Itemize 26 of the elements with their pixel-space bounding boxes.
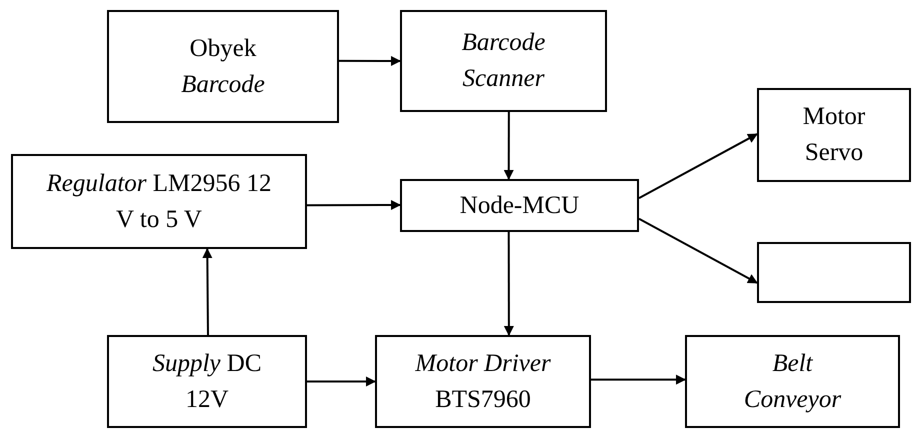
process-box: [375, 335, 591, 428]
process-box: [11, 154, 307, 249]
box-label: Obyek Barcode: [180, 34, 266, 100]
arrow: [591, 374, 686, 385]
process-box: [107, 335, 307, 428]
process-box: [107, 10, 339, 123]
process-box: [757, 88, 911, 182]
arrow: [638, 218, 758, 284]
process-box: [400, 10, 607, 112]
arrow: [504, 112, 514, 180]
box-label: Belt Conveyor: [742, 348, 842, 414]
arrow: [307, 200, 401, 210]
box-label: Node-MCU: [460, 190, 580, 220]
arrow: [504, 232, 514, 336]
arrow: [339, 56, 401, 66]
process-box: [757, 242, 911, 303]
box-label: Motor Servo: [802, 102, 866, 168]
box-label: Supply DC 12V: [151, 348, 263, 414]
arrow: [638, 133, 758, 199]
process-box: [685, 335, 900, 428]
process-box: [400, 179, 639, 232]
arrow: [202, 248, 212, 336]
box-label: Barcode Scanner: [460, 28, 546, 94]
box-label: Regulator LM2956 12 V to 5 V: [45, 168, 272, 234]
arrow: [307, 376, 376, 386]
box-label: Motor Driver BTS7960: [414, 348, 552, 414]
